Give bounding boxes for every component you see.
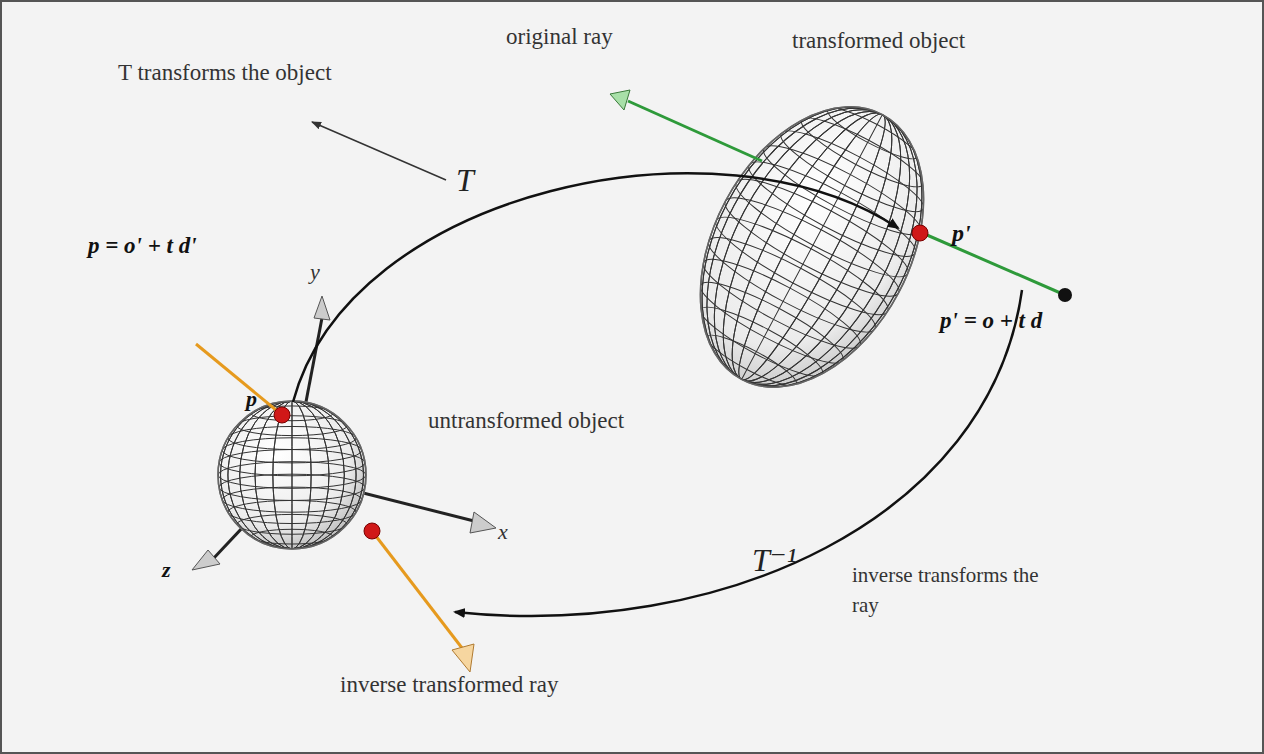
equation-label: p = o' + t d' [88, 231, 197, 261]
axis-label: y [310, 258, 320, 287]
point-label: p' [952, 218, 971, 249]
point-label: p [246, 385, 257, 414]
ray-label: inverse transformed ray [340, 670, 558, 700]
transform-symbol: T [456, 160, 474, 202]
object-label: untransformed object [428, 404, 653, 437]
equation-label: p' = o + t d [940, 306, 1042, 336]
object-label: transformed object [792, 26, 965, 56]
ray-label: original ray [506, 22, 613, 52]
transform-symbol: T⁻¹ [752, 540, 796, 582]
note-label: inverse transforms the ray [852, 560, 1052, 621]
axis-label: x [498, 518, 508, 547]
note-label: T transforms the object [118, 58, 332, 88]
axis-label: z [162, 556, 171, 585]
